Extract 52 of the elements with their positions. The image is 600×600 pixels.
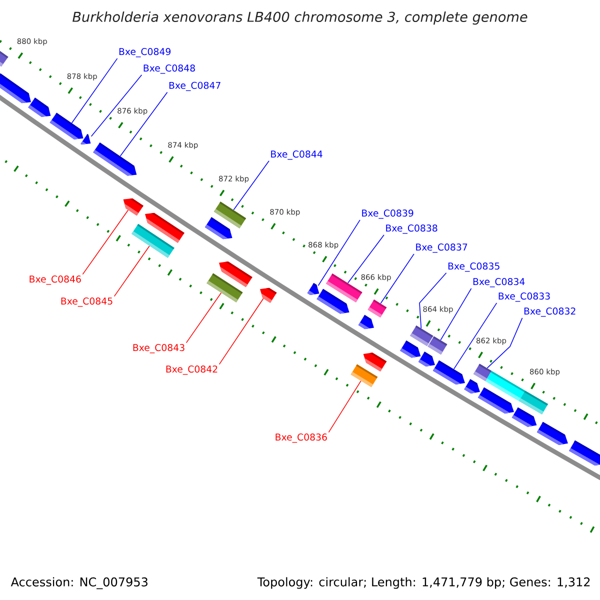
leader-line bbox=[318, 220, 360, 286]
leader-line bbox=[328, 380, 362, 433]
gene-label: Bxe_C0836 bbox=[276, 434, 327, 443]
gene-label: Bxe_C0844 bbox=[271, 150, 322, 160]
gene-box bbox=[368, 300, 387, 318]
leader-line bbox=[114, 246, 150, 297]
gene-pentagon bbox=[123, 198, 144, 216]
gene-label: Bxe_C0848 bbox=[144, 64, 195, 74]
gene-pentagon bbox=[358, 314, 374, 330]
footer-text: Accession: NC_007953 bbox=[10, 577, 148, 590]
gene-label: Bxe_C0843 bbox=[133, 344, 184, 354]
gene-pentagon bbox=[569, 440, 600, 466]
gene-label: Bxe_C0845 bbox=[61, 298, 112, 307]
gene-label: Bxe_C0849 bbox=[119, 48, 171, 58]
gene-label: Bxe_C0839 bbox=[362, 210, 414, 219]
gene-pentagon bbox=[93, 142, 137, 176]
title: Burkholderia xenovorans LB400 chromosome 3, complete genome bbox=[72, 11, 528, 25]
gene-label: Bxe_C0847 bbox=[169, 82, 220, 92]
leader-line bbox=[440, 288, 472, 340]
gene-pentagon bbox=[260, 288, 277, 303]
leader-line bbox=[380, 254, 414, 304]
footer-text: Topology: circular; Length: 1,471,779 bp; Genes: 1,312 bbox=[257, 577, 590, 589]
gene-label: Bxe_C0835 bbox=[448, 262, 500, 272]
gene-box bbox=[326, 274, 362, 302]
gene-box bbox=[214, 202, 246, 228]
leader-line bbox=[233, 160, 270, 210]
leader-line bbox=[120, 92, 168, 156]
gene-box bbox=[0, 50, 8, 67]
gene-pentagon bbox=[80, 134, 91, 144]
leader-line bbox=[453, 302, 498, 370]
leader-line bbox=[486, 318, 523, 368]
gene-pentagon bbox=[219, 261, 252, 288]
gene-label: Bxe_C0846 bbox=[30, 276, 81, 285]
gene-pentagon bbox=[536, 422, 568, 446]
gene-box bbox=[428, 336, 448, 355]
gene-label: Bxe_C0842 bbox=[166, 366, 218, 375]
gene-label: Bxe_C0834 bbox=[473, 278, 525, 288]
gene-pentagon bbox=[363, 352, 387, 372]
gene-pentagon bbox=[432, 360, 465, 385]
gene-label: Bxe_C0837 bbox=[416, 244, 468, 253]
leader-line bbox=[90, 74, 142, 137]
gene-pentagon bbox=[145, 212, 184, 243]
gene-box bbox=[518, 390, 548, 414]
gene-label: Bxe_C0832 bbox=[524, 308, 576, 317]
gene-label: Bxe_C0833 bbox=[498, 292, 550, 302]
leader-line bbox=[82, 210, 129, 275]
leader-line bbox=[186, 292, 222, 344]
gene-label: Bxe_C0838 bbox=[386, 224, 438, 234]
leader-line bbox=[71, 58, 118, 124]
leader-line bbox=[218, 298, 264, 365]
leader-line bbox=[419, 272, 447, 329]
leader-line bbox=[347, 234, 384, 284]
